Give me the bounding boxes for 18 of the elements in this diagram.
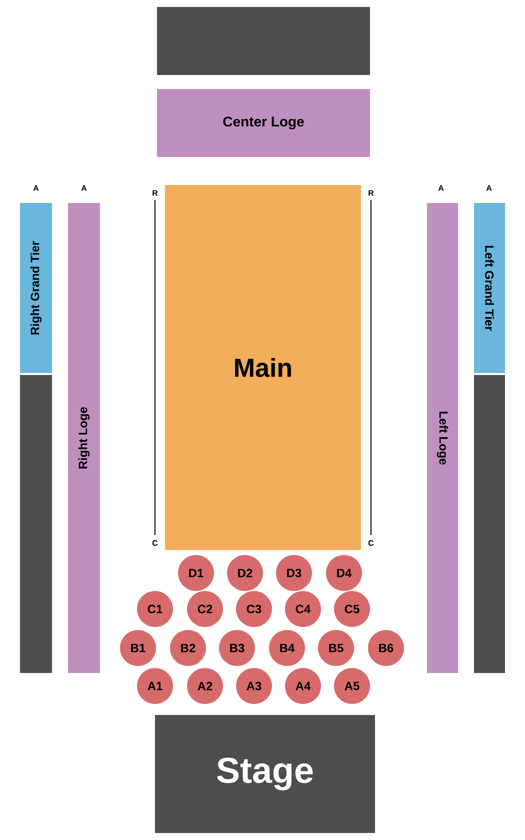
stage-block: Stage	[155, 715, 375, 833]
section-block: Left Loge	[427, 203, 458, 673]
row-label: A	[81, 185, 87, 191]
row-label: A	[486, 185, 492, 191]
row-label: A	[438, 185, 444, 191]
row-label: R	[152, 190, 158, 196]
section-block: Right Loge	[68, 203, 100, 673]
section-block: Main	[165, 185, 361, 550]
row-label: C	[152, 540, 158, 546]
row-label: R	[368, 190, 374, 196]
row-label: C	[368, 540, 374, 546]
section-block: Right Grand Tier	[20, 203, 52, 373]
section-block: Center Loge	[157, 89, 370, 157]
section-block	[474, 375, 505, 673]
section-block	[157, 7, 370, 75]
section-block: Left Grand Tier	[474, 203, 505, 373]
section-block	[20, 375, 52, 673]
row-label: A	[33, 185, 39, 191]
